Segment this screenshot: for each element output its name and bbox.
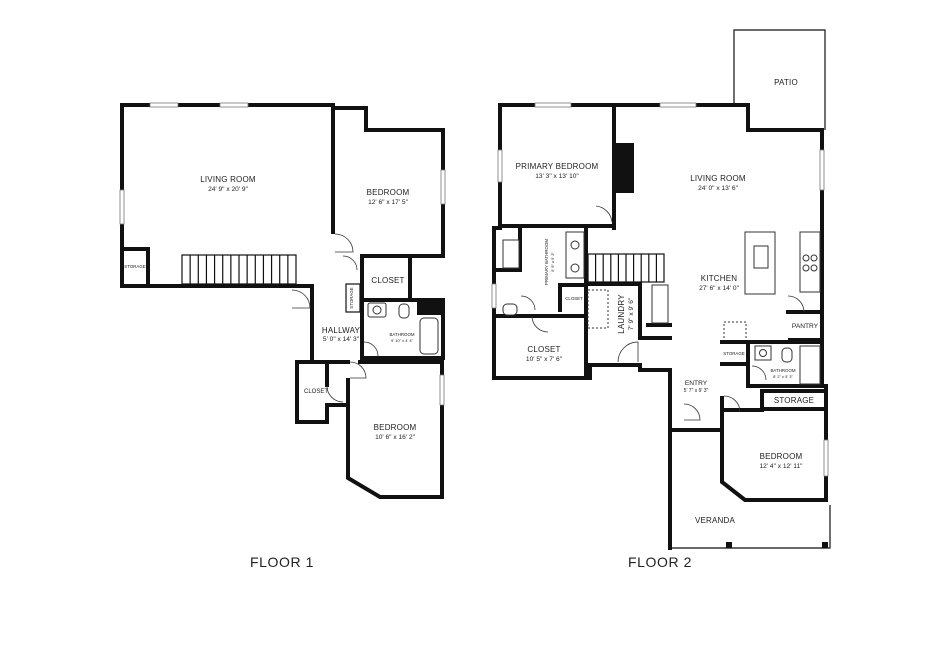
floor2-washer [587, 289, 609, 329]
floor2-stairs [587, 253, 665, 283]
floor2-window-4 [819, 149, 825, 191]
floor2-storage-small-label: STORAGE [723, 351, 744, 356]
floor1-living-room-dims: 24' 9" x 20' 9" [208, 186, 248, 193]
floor2-fridge [723, 321, 747, 343]
floor1-plan [119, 102, 446, 499]
floor2-window-6 [823, 439, 829, 477]
floor2-shower [502, 239, 520, 269]
floor2-window-2 [659, 102, 697, 108]
floor2-bathroom-label: BATHROOM [770, 368, 795, 373]
floor1-window-2 [219, 102, 249, 108]
floor1-bedroom-top-dims: 12' 6" x 17' 5" [368, 199, 408, 206]
floor2-bedroom-dims: 12' 4" x 12' 11" [759, 463, 803, 470]
floor2-primary-bedroom-label: PRIMARY BEDROOM [516, 162, 599, 171]
floor2-laundry-label: LAUNDRY [617, 294, 626, 334]
floor1-window-4 [440, 169, 446, 205]
floor1-storage-small-label: STORAGE [349, 287, 354, 308]
floor2-pantry-label: PANTRY [792, 323, 819, 330]
floor2-fireplace [614, 143, 634, 193]
floor1-hallway-dims: 5' 0" x 14' 3" [323, 336, 360, 343]
floor2-toilet-p [502, 303, 518, 316]
floor1-bathroom-dims: 9' 10" x 4' 4" [391, 338, 414, 343]
floor2-storage-label: STORAGE [774, 396, 814, 405]
floor1-door-closet [342, 255, 358, 271]
floor2-vanity [565, 231, 585, 279]
floor2-veranda-outline [670, 505, 831, 549]
floor2-closet-large-dims: 10' 5" x 7' 6" [526, 356, 563, 363]
floor2-patio-outline [733, 29, 826, 130]
floor2-wall-pbath [492, 226, 522, 272]
floor2-entry-label: ENTRY [685, 380, 708, 387]
floor1-living-room-label: LIVING ROOM [200, 175, 256, 184]
floor1-closet-left-label: CLOSET [304, 389, 328, 395]
floor2-closet-small-label: CLOSET [565, 296, 583, 301]
floor1-door-bath [363, 341, 379, 357]
floor1-door-bedroom [334, 233, 354, 253]
floor1-door-closet-left [326, 385, 344, 403]
floor2-window-1 [534, 102, 572, 108]
floor1-window-3 [119, 189, 125, 225]
floor2-storage-box [760, 389, 828, 411]
floor2-patio-label: PATIO [774, 78, 798, 87]
floor2-kitchen-dims: 27' 6" x 14' 0" [699, 285, 739, 292]
floor2-door-closet [531, 315, 549, 333]
floor2-living-room-label: LIVING ROOM [690, 174, 746, 183]
floor1-door-bed2 [349, 361, 367, 379]
floor2-primary-bathroom-dims: 9' 9" x 5' 3" [550, 252, 555, 272]
floor2-veranda-label: VERANDA [695, 516, 736, 525]
floor1-bedroom-bottom-dims: 10' 6" x 16' 2" [375, 434, 415, 441]
floor2-bath-tub [799, 345, 821, 385]
floor1-window-1 [149, 102, 179, 108]
floor2-primary-bedroom-dims: 13' 3" x 13' 10" [535, 173, 579, 180]
floor1-toilet [398, 303, 410, 319]
floor2-door-pbath [520, 295, 536, 311]
floor2-bath-toilet [781, 347, 793, 363]
floor1-title: FLOOR 1 [250, 554, 314, 570]
floor1-closet-mid-label: CLOSET [371, 276, 404, 285]
floor2-entry-dims: 5' 7" x 9' 3" [684, 388, 709, 394]
floor1-storage-left-label: STORAGE [124, 264, 145, 269]
floor2-bedroom-label: BEDROOM [760, 452, 803, 461]
floor1-storage-small-box [345, 283, 361, 313]
floor1-storage-wall [120, 247, 150, 288]
floor1-bedroom-top-label: BEDROOM [367, 188, 410, 197]
floor1-bathroom-label: BATHROOM [389, 332, 414, 337]
floor2-door-laundry [617, 341, 639, 363]
floor1-bathtub [419, 317, 439, 355]
floor2-door-bed [723, 395, 741, 413]
floor2-door-bath [751, 365, 767, 381]
floor1-stairs [181, 254, 297, 285]
floor2-living-room-dims: 24' 0" x 13' 6" [698, 185, 738, 192]
floor2-laundry-dims: 7' 9" x 9' 6" [628, 297, 635, 330]
floor2-outer-wall-left [492, 103, 672, 432]
floor2-closet-large-label: CLOSET [527, 345, 560, 354]
floor1-window-5 [439, 374, 445, 406]
floor1-bedroom-bottom-label: BEDROOM [374, 423, 417, 432]
floor1-hallway-label: HALLWAY [322, 326, 361, 335]
floor2-window-3 [497, 149, 503, 183]
floor2-kitchen-label: KITCHEN [701, 274, 738, 283]
floor2-window-5 [491, 283, 497, 309]
floor2-bathroom-dims: 8' 2" x 5' 3" [773, 374, 793, 379]
floor2-door-entry [683, 403, 701, 421]
floor2-laundry-shelf [651, 284, 669, 324]
floor2-island-sink [753, 245, 769, 269]
floor2-door-pbed [595, 205, 613, 223]
floor2-counter-right [799, 231, 821, 293]
floor1-column [417, 299, 441, 315]
floor2-primary-bathroom-label: PRIMARY BATHROOM [544, 239, 549, 285]
floor2-title: FLOOR 2 [628, 554, 692, 570]
floor2-door-pantry [787, 295, 805, 313]
floor1-door-hall [291, 289, 311, 309]
floor2-plan [491, 29, 831, 550]
